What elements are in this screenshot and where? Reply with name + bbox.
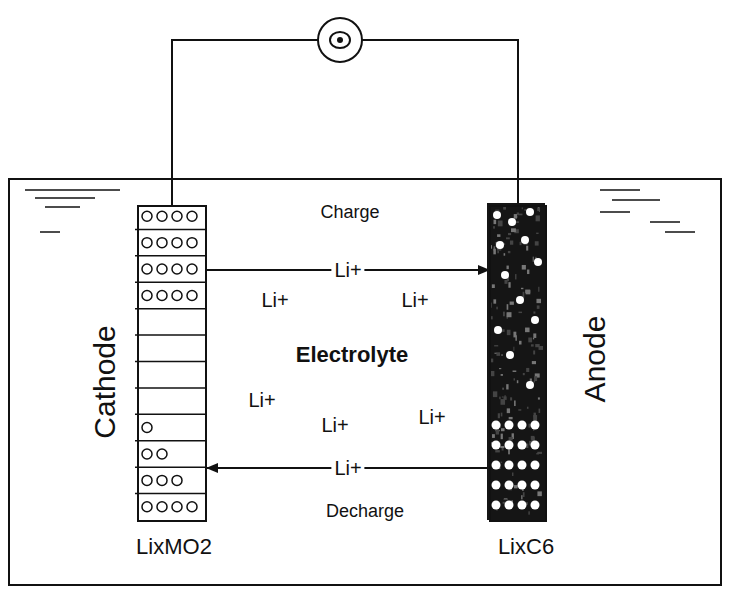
ion-label: Li+ [331,457,364,479]
formula-label: LixC6 [498,535,554,559]
node-title: Electrolyte [296,343,409,367]
process-label: Charge [320,203,379,223]
node-title: Cathode [88,325,121,438]
ion-label: Li+ [321,414,348,436]
process-label: Decharge [326,502,404,522]
anode-electrode: AnodeLixC6 [489,205,547,522]
battery-cell: ElectrolyteCathodeLixMO2AnodeLixC6 [8,178,722,586]
electrolyte-surface [25,190,695,232]
formula-label: LixMO2 [136,535,212,559]
node-title: Anode [578,316,611,403]
ion-label: Li+ [261,289,288,311]
meter-symbol [318,18,362,62]
cathode-electrode: CathodeLixMO2 [137,205,207,522]
external-wire [172,40,518,205]
ion-label: Li+ [248,389,275,411]
cathode-layers [135,211,205,512]
ion-label: Li+ [418,406,445,428]
ion-label: Li+ [401,289,428,311]
ion-label: Li+ [331,259,364,281]
anode-graphite [487,203,545,520]
